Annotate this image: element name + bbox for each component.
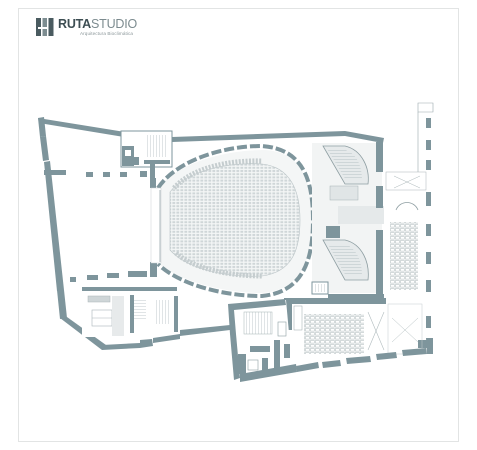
- ruta-studio-monogram-icon: [36, 18, 54, 36]
- brand-tagline: Arquitectura Bioclimática: [80, 31, 134, 36]
- right-wing: [384, 102, 434, 363]
- foyer: [311, 143, 384, 295]
- service-block-north: [120, 130, 173, 178]
- brand-name-bold: RUTA: [58, 17, 91, 31]
- brand-name-light: STUDIO: [91, 17, 138, 31]
- brand-name: RUTASTUDIO: [58, 17, 137, 31]
- service-block-south: [228, 299, 297, 382]
- auditorium: [150, 143, 316, 299]
- south-walls-east: [296, 338, 433, 372]
- classroom-south: [284, 298, 386, 358]
- service-block-southwest: [82, 291, 178, 337]
- brand-logo: RUTASTUDIO Arquitectura Bioclimática: [36, 17, 137, 37]
